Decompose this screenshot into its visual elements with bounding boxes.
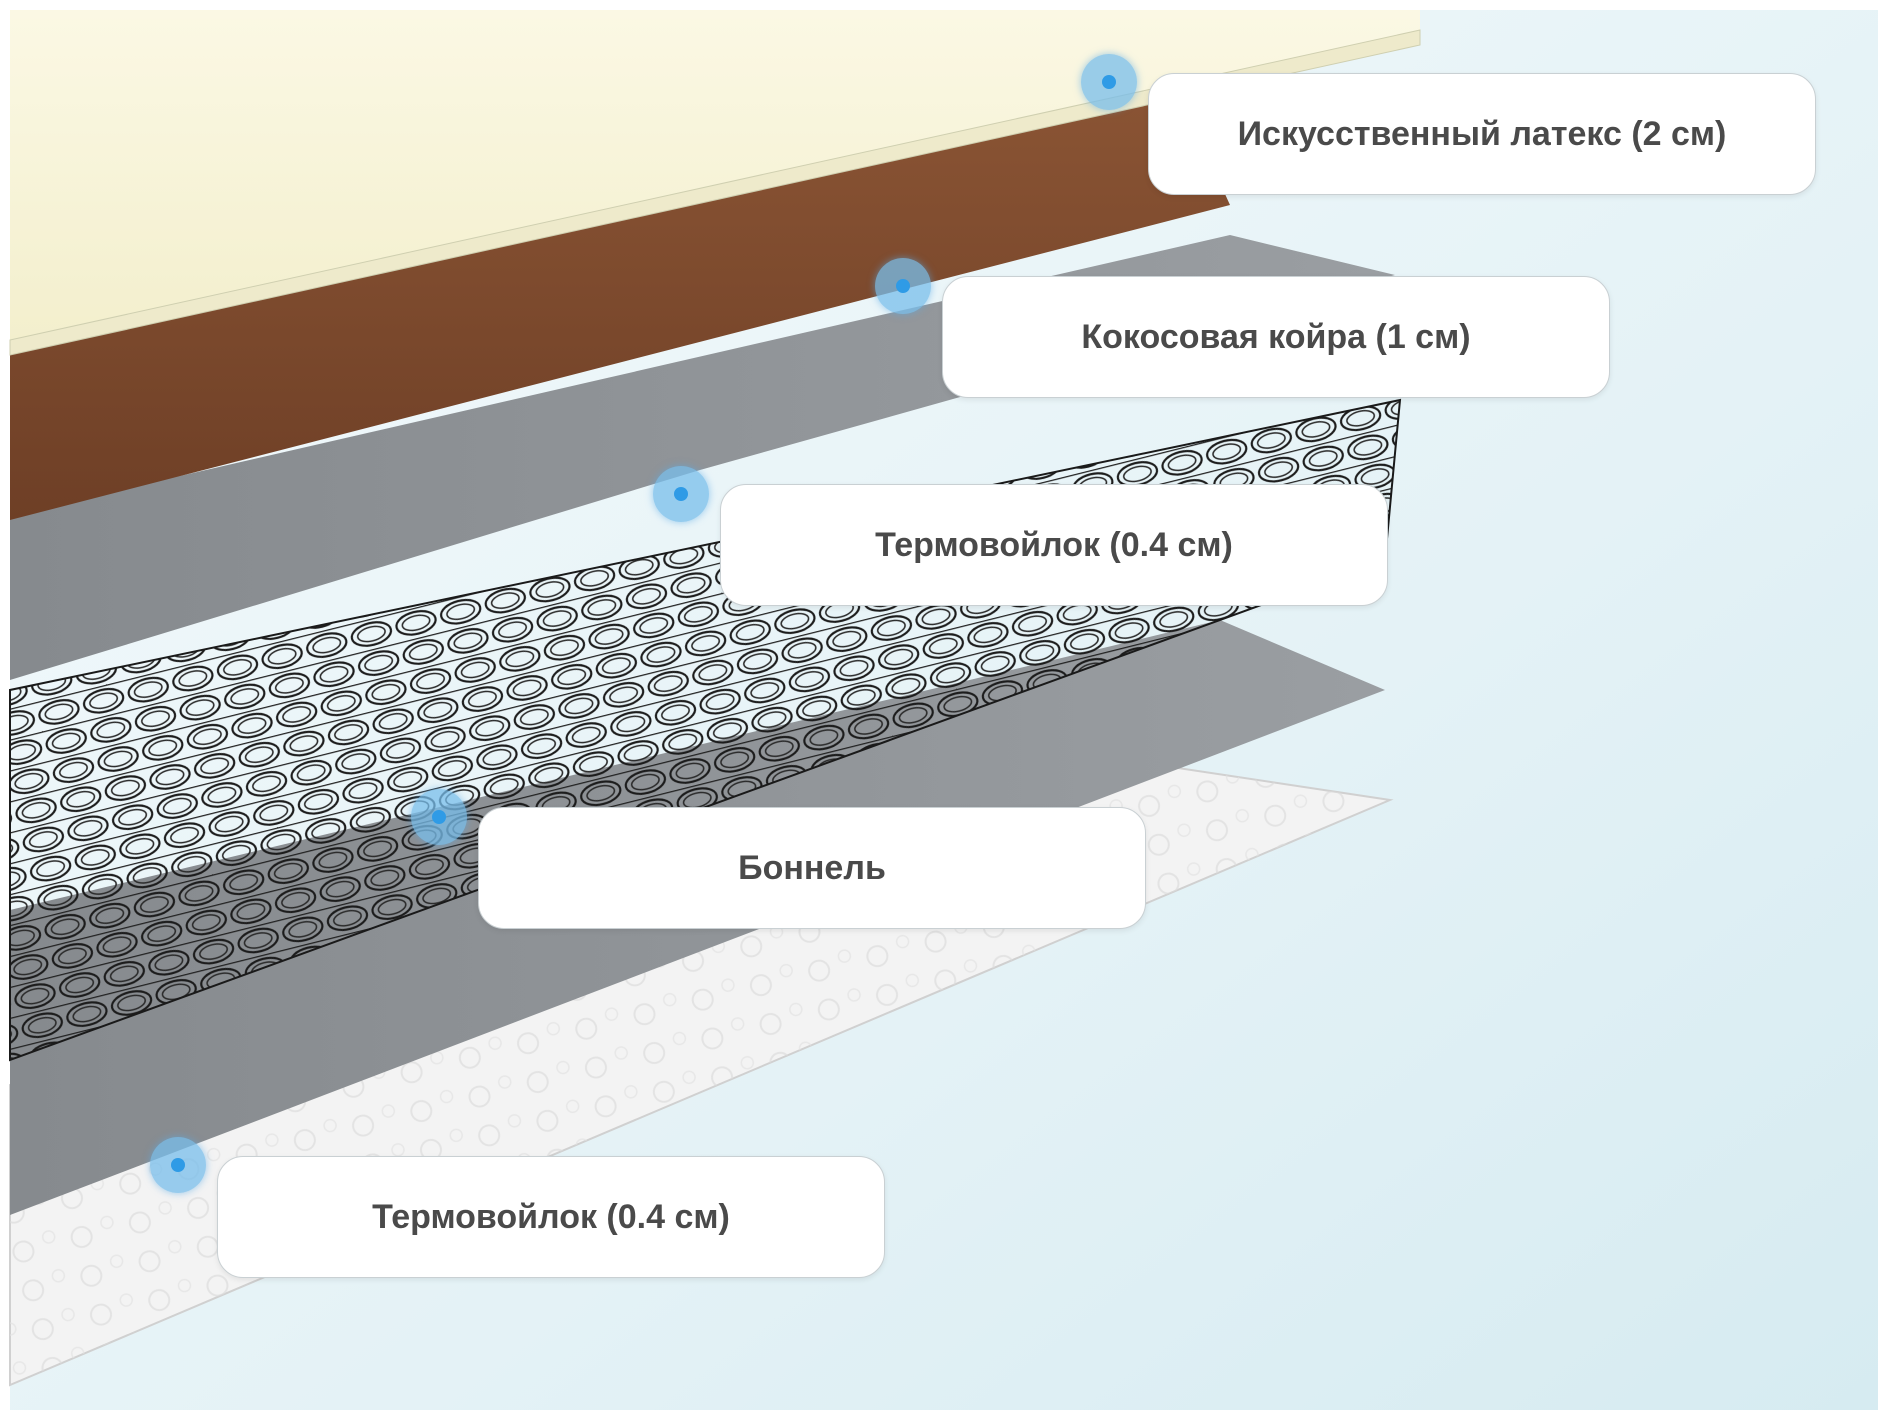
- callout-label: Кокосовая койра (1 см): [1081, 317, 1471, 356]
- callout-thermal-felt-top: Термовойлок (0.4 см): [720, 484, 1388, 606]
- marker-dot-icon: [411, 789, 467, 845]
- marker-dot-icon: [653, 466, 709, 522]
- callout-bonnel: Боннель: [478, 807, 1146, 929]
- marker-dot-icon: [1081, 54, 1137, 110]
- callout-thermal-felt-bottom: Термовойлок (0.4 см): [217, 1156, 885, 1278]
- callout-label: Искусственный латекс (2 см): [1237, 114, 1727, 153]
- layer-latex: [10, 10, 1420, 340]
- marker-dot-icon: [150, 1137, 206, 1193]
- callout-label: Термовойлок (0.4 см): [372, 1197, 730, 1236]
- callout-artificial-latex: Искусственный латекс (2 см): [1148, 73, 1816, 195]
- callout-coconut-coir: Кокосовая койра (1 см): [942, 276, 1610, 398]
- layer-coconut-coir: [10, 95, 1230, 520]
- callout-label: Боннель: [738, 848, 886, 887]
- callout-label: Термовойлок (0.4 см): [875, 525, 1233, 564]
- marker-dot-icon: [875, 258, 931, 314]
